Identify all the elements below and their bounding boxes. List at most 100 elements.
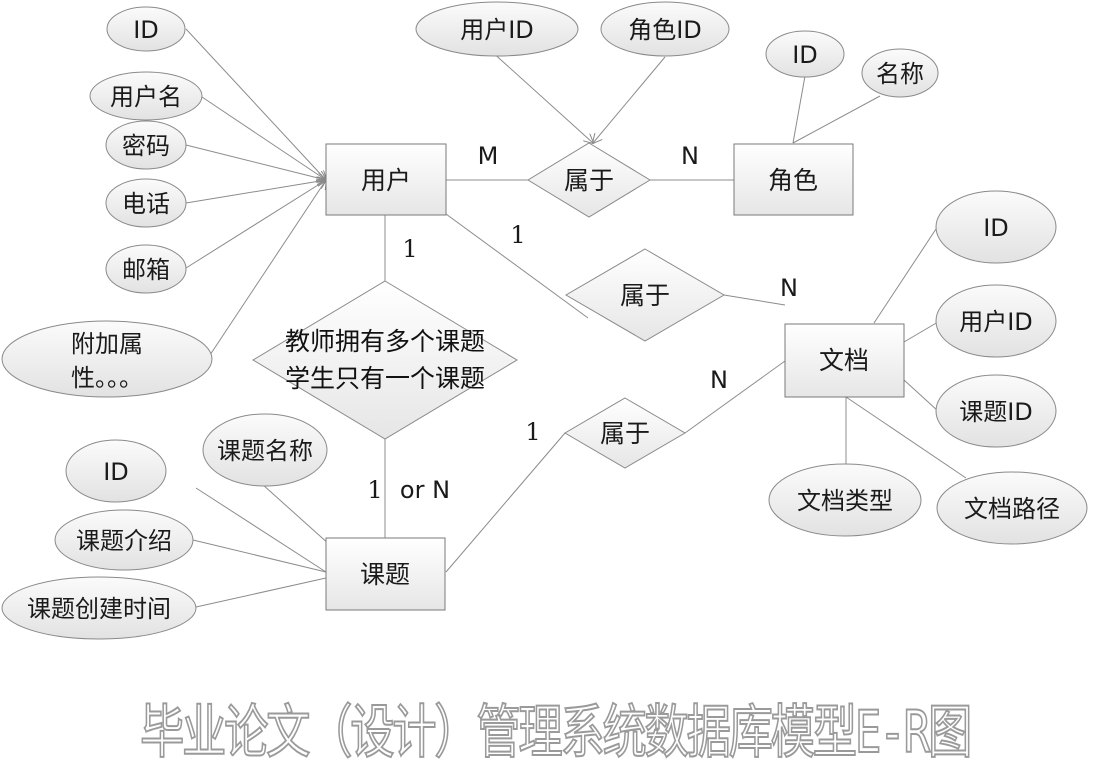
attr-topic-id-label: ID (103, 458, 129, 486)
attr-role-name-label: 名称 (876, 60, 924, 88)
connector-phone (185, 180, 326, 204)
relationship-user-document-shape (565, 248, 725, 342)
connector-rel-roleid (593, 56, 666, 143)
connector-rel-userid (489, 49, 593, 143)
connector-role-name (792, 95, 881, 144)
attr-topic-time (1, 576, 197, 640)
attr-doc-type-label: 文档类型 (797, 487, 893, 515)
connector-topic-intro (192, 539, 327, 573)
attr-role-id (765, 30, 845, 78)
attr-topic-id (65, 439, 167, 503)
attr-doc-id (935, 190, 1057, 264)
connector-role-id (792, 75, 806, 144)
entity-document-box (784, 323, 905, 398)
card-topic-doc-n: N (710, 366, 728, 394)
document-attributes: ID 用户ID 课题ID 文档类型 文档路径 (768, 190, 1088, 545)
attr-doc-user-id-label: 用户ID (959, 308, 1033, 336)
user-attributes: ID 用户名 密码 电话 邮箱 附加属 性。。。 (1, 6, 213, 398)
connector-extra (209, 180, 326, 356)
attr-email (105, 244, 187, 294)
connector-topic-id (195, 487, 327, 573)
entity-role-label: 角色 (768, 166, 818, 195)
attr-doc-user-id (935, 284, 1057, 358)
attr-phone (105, 178, 187, 228)
attr-doc-path-label: 文档路径 (964, 495, 1060, 523)
relationship-topic-document: 属于 (564, 397, 686, 469)
entity-topic-label: 课题 (360, 560, 410, 589)
attr-doc-path (936, 471, 1088, 545)
relationship-topic-document-label: 属于 (600, 419, 650, 448)
attr-topic-time-label: 课题创建时间 (27, 595, 171, 623)
attr-topic-name-label: 课题名称 (217, 437, 313, 465)
connector-password (185, 144, 326, 180)
relationship-user-document: 属于 (565, 248, 725, 342)
attr-rel-user-id (415, 1, 579, 57)
topic-attributes: ID 课题名称 课题介绍 课题创建时间 (1, 413, 328, 640)
relationship-user-role-label: 属于 (564, 166, 614, 195)
role-attributes: ID 名称 (765, 30, 939, 98)
attr-doc-topic-id-label: 课题ID (959, 398, 1033, 426)
entity-topic-box (325, 537, 446, 611)
attr-topic-name (202, 413, 328, 487)
connector-user-id (185, 28, 326, 180)
attr-doc-id-label: ID (983, 214, 1009, 242)
attr-email-label: 邮箱 (122, 256, 170, 284)
connector-doc-userid (903, 321, 939, 343)
attr-role-name (861, 48, 939, 98)
attr-rel-role-id-label: 角色ID (628, 16, 702, 44)
connector-rel3-doc (684, 360, 786, 434)
relationship-note-line2: 学生只有一个课题 (285, 364, 485, 393)
card-user-role-n: N (681, 142, 699, 170)
relationship-topic-document-shape (564, 397, 686, 469)
attr-role-id-label: ID (792, 41, 818, 69)
attr-extra (1, 320, 213, 398)
connector-email (185, 180, 326, 269)
relationship-user-topic-shape (252, 280, 518, 440)
attr-user-id (106, 6, 186, 52)
attr-password (105, 120, 187, 170)
entity-user-box (325, 143, 447, 216)
attr-password-label: 密码 (122, 132, 170, 160)
connector-topic-time (195, 577, 327, 608)
relationship-user-role-shape (527, 142, 651, 218)
connector-user-name (201, 96, 326, 180)
attr-user-name-label: 用户名 (110, 83, 182, 111)
relationship-note-line1: 教师拥有多个课题 (285, 327, 485, 356)
card-topic-doc-1: 1 (525, 418, 540, 446)
user-role-attributes: 用户ID 角色ID (415, 1, 730, 57)
attr-phone-label: 电话 (122, 190, 170, 218)
card-user-topic-1: 1 (402, 235, 417, 263)
attr-user-name (89, 71, 203, 121)
attr-rel-role-id (600, 1, 730, 57)
attr-doc-topic-id (935, 374, 1057, 448)
diagram-title: 毕业论文（设计）管理系统数据库模型E-R图 (140, 698, 970, 766)
relationship-user-role: 属于 (527, 142, 651, 218)
connector-topic-name (261, 483, 331, 546)
entity-role: 角色 (733, 143, 854, 216)
connector-user-rel2 (445, 213, 589, 319)
attr-topic-intro-label: 课题介绍 (76, 527, 172, 555)
connector-doc-path (845, 396, 967, 479)
card-user-topic-many: 1 (367, 476, 382, 504)
entity-document: 文档 (784, 323, 905, 398)
connector-doc-topicid (903, 379, 939, 412)
cardinalities: M N 1 N 1 1 or N 1 N (367, 142, 798, 504)
relationship-user-topic: 教师拥有多个课题 学生只有一个课题 (252, 280, 518, 440)
card-user-doc-n: N (780, 274, 798, 302)
connector-rel2-doc (723, 294, 786, 306)
card-user-topic-or: or N (400, 476, 450, 504)
entity-document-label: 文档 (819, 346, 869, 375)
attr-rel-user-id-label: 用户ID (460, 16, 534, 44)
attr-extra-label-line2: 性。。。 (71, 364, 143, 392)
relationship-user-document-label: 属于 (620, 281, 670, 310)
attr-doc-type (768, 463, 922, 537)
connector-lines (185, 28, 967, 608)
card-user-doc-1: 1 (510, 221, 525, 249)
connector-topic-rel3 (445, 432, 566, 573)
attr-extra-label-line1: 附加属 (71, 330, 143, 358)
card-user-role-m: M (478, 142, 499, 170)
attr-user-id-label: ID (133, 16, 159, 44)
entity-topic: 课题 (325, 537, 446, 611)
attr-topic-intro (54, 509, 194, 571)
